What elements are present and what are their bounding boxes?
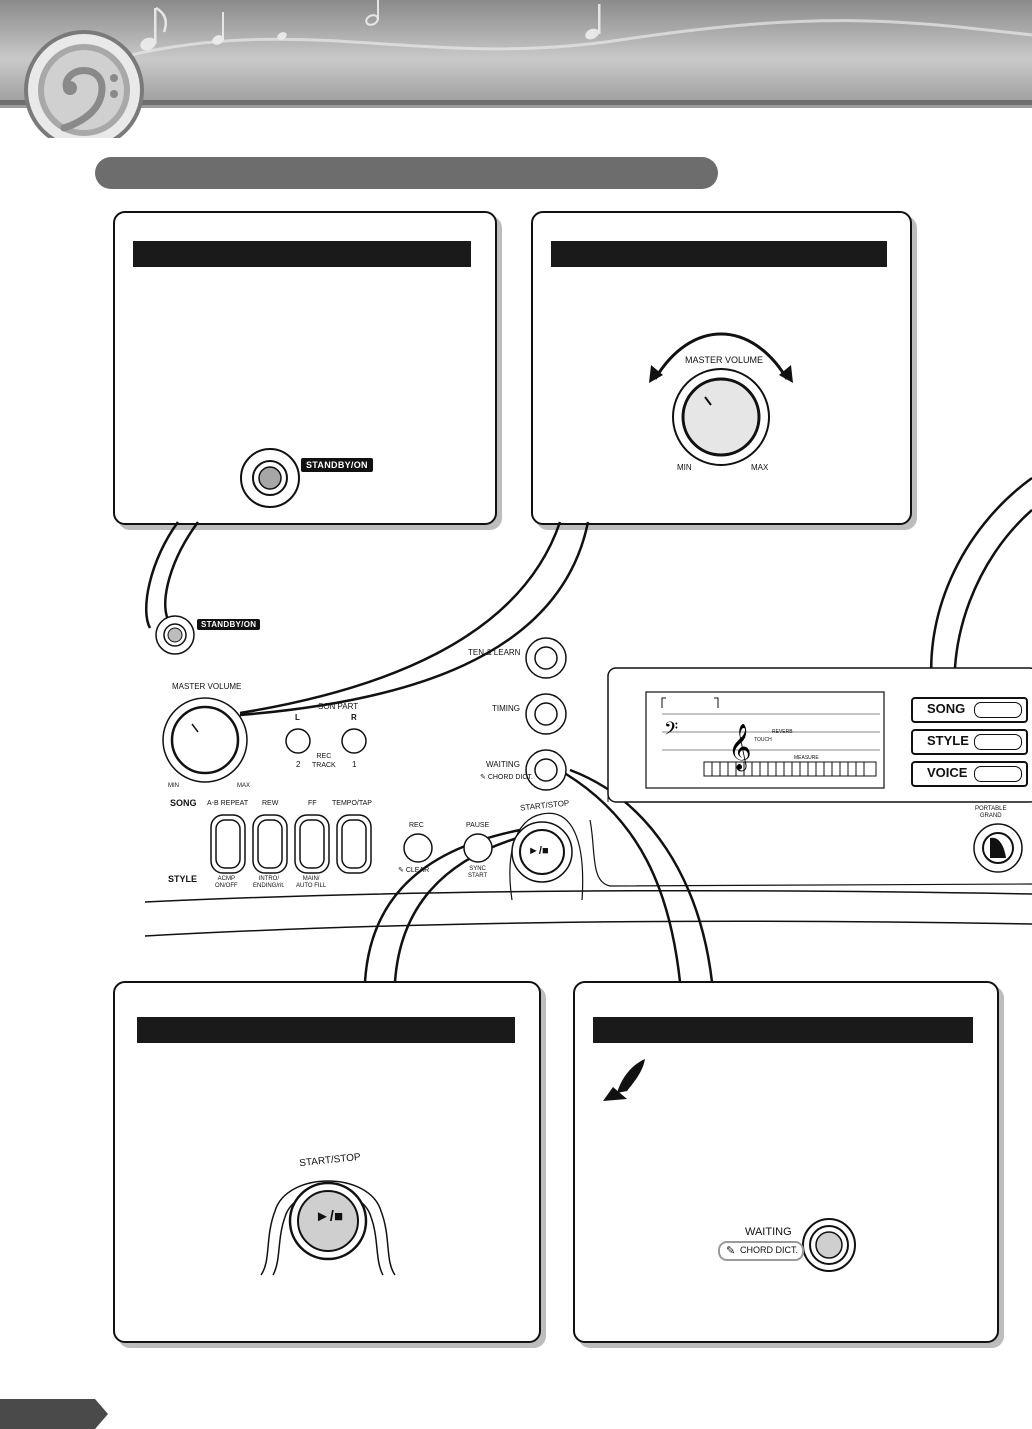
chord-dict-panel-text: CHORD DICT. — [487, 774, 533, 781]
track-2-label: 2 — [296, 760, 301, 769]
waiting-panel-label: WAITING — [486, 760, 520, 769]
rotate-arrow-icon — [653, 332, 789, 380]
lcd-touch-label: TOUCH — [754, 737, 772, 743]
svg-text:𝄢: 𝄢 — [664, 719, 678, 744]
rec-label: REC — [409, 822, 424, 829]
keyboard-panel-illustration: 𝄢 𝄞 — [144, 476, 1032, 983]
start-stop-callout: ►/■ START/STOP — [113, 981, 541, 1343]
chord-dict-pill: ✎ CHORD DICT. — [718, 1241, 804, 1261]
header-band — [0, 0, 1032, 108]
piano-icon — [990, 837, 1006, 858]
main-autofill-label: MAIN/ AUTO FILL — [296, 876, 327, 889]
ab-repeat-label: A-B REPEAT — [207, 800, 249, 807]
lesson-l-label: L — [295, 713, 300, 722]
callout-heading-bar — [137, 1017, 515, 1043]
sync-start-label: SYNC START — [468, 866, 488, 879]
master-volume-knob[interactable] — [641, 325, 801, 473]
section-title-bar — [95, 157, 718, 189]
song-group-label: SONG — [170, 798, 197, 808]
header-decoration — [109, 0, 1032, 62]
panel-master-volume-label: MASTER VOLUME — [172, 682, 242, 691]
standby-label: STANDBY/ON — [301, 458, 373, 472]
bass-clef-icon — [60, 67, 118, 132]
style-group-label: STYLE — [168, 874, 198, 884]
rec-track-label: REC TRACK — [312, 753, 336, 769]
waiting-callout: WAITING ✎ CHORD DICT. — [573, 981, 999, 1343]
page-number-tab — [0, 1399, 108, 1429]
lcd-reverb-label: REVERB — [772, 729, 793, 735]
start-stop-button[interactable] — [253, 1141, 403, 1281]
callout-heading-bar — [133, 241, 471, 267]
clear-label: ✎ CLEAR — [398, 867, 430, 874]
min-label: MIN — [677, 463, 692, 472]
voice-mode-label: VOICE — [927, 765, 968, 780]
play-stop-symbol: ►/■ — [314, 1208, 344, 1225]
acmp-label: ACMP ON/OFF — [215, 876, 238, 889]
listen-learn-label: TEN & LEARN — [468, 648, 521, 657]
music-notes-icon — [140, 0, 601, 51]
clear-text: CLEAR — [405, 867, 430, 874]
song-mode-button[interactable]: SONG — [911, 697, 1028, 723]
style-mode-label: STYLE — [927, 733, 969, 748]
standby-callout: STANDBY/ON — [113, 211, 497, 525]
standby-button[interactable] — [239, 447, 301, 509]
callout-heading-bar — [551, 241, 887, 267]
voice-mode-button[interactable]: VOICE — [911, 761, 1028, 787]
track-1-label: 1 — [352, 760, 357, 769]
ff-label: FF — [308, 800, 317, 807]
portable-grand-label: PORTABLE GRAND — [975, 806, 1007, 819]
intro-ending-label: INTRO/ ENDING/rit. — [253, 876, 285, 889]
max-label: MAX — [751, 463, 769, 472]
callout-heading-bar — [593, 1017, 973, 1043]
svg-text:𝄞: 𝄞 — [728, 724, 752, 772]
bass-clef-emblem — [24, 30, 144, 138]
style-mode-button[interactable]: STYLE — [911, 729, 1028, 755]
chord-dict-label: CHORD DICT. — [740, 1245, 798, 1255]
standby-small-label: STANDBY/ON — [197, 619, 261, 630]
quill-icon — [603, 1059, 645, 1101]
song-mode-label: SONG — [927, 701, 966, 716]
chord-dict-panel-label: ✎ CHORD DICT. — [480, 774, 533, 781]
tempo-tap-label: TEMPO/TAP — [332, 800, 372, 807]
master-volume-callout: MASTER VOLUME MIN MAX — [531, 211, 912, 525]
lesson-part-label: SON PART — [318, 702, 359, 711]
panel-min-label: MIN — [168, 783, 179, 789]
panel-max-label: MAX — [237, 783, 251, 789]
waiting-label: WAITING — [745, 1226, 792, 1238]
timing-label: TIMING — [492, 704, 520, 713]
rew-label: REW — [262, 800, 279, 807]
quill-small-icon: ✎ — [726, 1245, 736, 1257]
pause-label: PAUSE — [466, 822, 490, 829]
lesson-r-label: R — [351, 713, 357, 722]
header-rule — [0, 100, 1032, 105]
waiting-button[interactable] — [801, 1217, 857, 1273]
panel-play-stop-symbol: ►/■ — [528, 845, 549, 857]
lcd-measure-label: MEASURE — [794, 755, 819, 761]
master-volume-label: MASTER VOLUME — [684, 355, 763, 365]
